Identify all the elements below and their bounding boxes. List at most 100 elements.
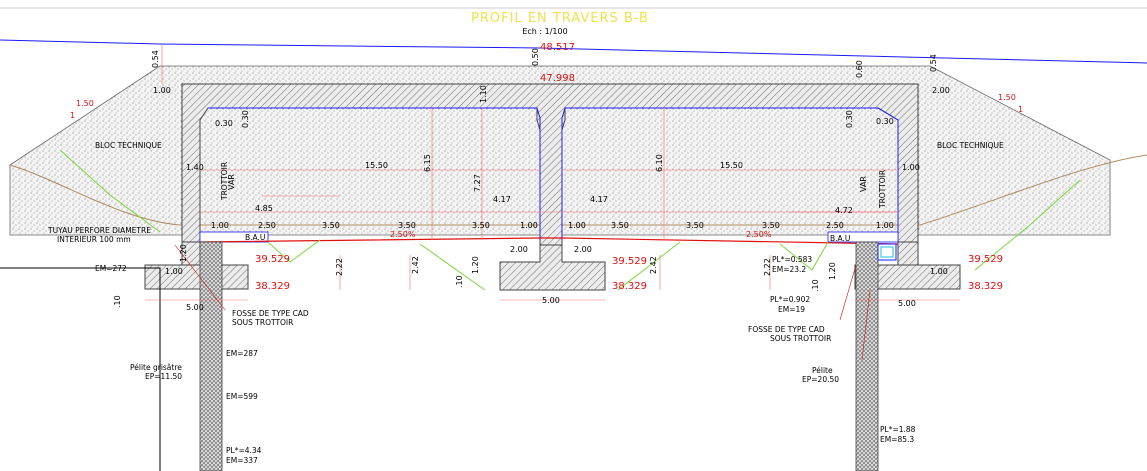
right-grade: 2.50% [746, 230, 772, 239]
dim-off-right: 4.72 [835, 206, 853, 215]
dim-foot-w-center: 5.00 [542, 296, 560, 305]
dim-foot-small-right: .10 [811, 279, 820, 292]
dim-foot-h-cr: 2.42 [649, 256, 658, 274]
elev-top-deck: 47.998 [540, 73, 575, 84]
dim-half-right: 4.17 [590, 195, 608, 204]
dim-foot-edge-left: 1.00 [165, 267, 183, 276]
elev-footing-bottom-right: 38.329 [968, 281, 1003, 292]
dim-haunch-left: 0.30 [215, 119, 233, 128]
dim-half-left: 4.17 [493, 195, 511, 204]
dim-foot-w-left: 5.00 [186, 303, 204, 312]
dim-seg-e: 3.50 [472, 221, 490, 230]
bloc-technique-left: BLOC TECHNIQUE [95, 141, 162, 150]
slope-line-left-outer [59, 149, 161, 233]
slope-line-d [779, 241, 829, 271]
trottoir-right: TROTTOIR [878, 170, 887, 209]
pile-right [855, 241, 879, 471]
dim-haunch-left-v: 0.30 [241, 110, 250, 128]
var-right: VAR [859, 176, 868, 192]
dim-pier-right: 2.00 [574, 245, 592, 254]
bloc-technique-right: BLOC TECHNIQUE [937, 141, 1004, 150]
pelite-left-line2: EP=11.50 [145, 372, 182, 381]
bh-left-pl: PL*=4.34 [226, 446, 262, 455]
bh-right-pl-3: PL*=1.88 [880, 425, 916, 434]
dim-slab-right-edge: 2.00 [932, 86, 950, 95]
dim-seg-c: 3.50 [322, 221, 340, 230]
dim-pier-left: 2.00 [510, 245, 528, 254]
dim-seg-l: 1.00 [876, 221, 894, 230]
dimension-lines [145, 45, 960, 301]
pelite-left-line1: Pélite grisâtre [130, 363, 182, 372]
dim-seg-a: 1.00 [211, 221, 229, 230]
dim-seg-b: 2.50 [258, 221, 276, 230]
pelite-right-line2: EP=20.50 [802, 375, 839, 384]
leader-lines [174, 244, 871, 361]
bau-right: B.A.U [830, 234, 850, 243]
drawing-title: PROFIL EN TRAVERS B-B [471, 11, 649, 26]
dim-slab-left-edge: 1.00 [153, 86, 171, 95]
bau-left: B.A.U [245, 233, 265, 242]
dim-wall-left: 1.40 [186, 163, 204, 172]
elev-top-fill: 48.517 [540, 42, 575, 53]
bh-right-pl-1: PL*=0.583 [772, 255, 812, 264]
right-fill-ratio-bottom: 1 [1018, 105, 1023, 114]
fosse-right-line1: FOSSE DE TYPE CAD [748, 325, 825, 334]
dim-foot-edge-right: 1.00 [930, 267, 948, 276]
dim-seg-j: 3.50 [762, 221, 780, 230]
fosse-right-line2: SOUS TROTTOIR [770, 334, 831, 343]
inner-outline [208, 107, 899, 240]
dim-seg-k: 2.50 [826, 221, 844, 230]
pipe-label-line1: TUYAU PERFORE DIAMETRE [47, 226, 151, 235]
dim-slab-top-center: 0.50 [531, 48, 540, 66]
dim-foot-h-cl: 2.42 [411, 256, 420, 274]
dim-foot-h-right: 2.22 [763, 258, 772, 276]
elev-footing-top-left: 39.529 [255, 254, 290, 265]
borehole-frame [0, 267, 161, 471]
dim-fill-thk-left: 0.54 [151, 50, 160, 68]
elev-center-top: 39.529 [612, 256, 647, 267]
dim-height-right: 6.10 [655, 154, 664, 172]
drawing-scale: Ech : 1/100 [522, 27, 567, 36]
bh-left-em-3: EM=337 [226, 456, 258, 465]
pelite-right-line1: Pélite [812, 366, 833, 375]
bh-left-em-top: EM=272 [95, 264, 127, 273]
dim-seg-d: 3.50 [398, 221, 416, 230]
slope-line-right-outer [974, 179, 1081, 271]
natural-ground-line [0, 39, 1147, 64]
elev-footing-bottom-left: 38.329 [255, 281, 290, 292]
left-fill-ratio-bottom: 1 [70, 111, 75, 120]
dim-span-left: 15.50 [365, 161, 388, 170]
slope-line-c [617, 241, 681, 291]
dim-slab-top-right: 0.60 [855, 60, 864, 78]
dim-foot-w-right: 5.00 [898, 299, 916, 308]
dim-seg-h: 3.50 [611, 221, 629, 230]
dim-foot-h-left: 2.22 [335, 258, 344, 276]
left-grade: 2.50% [390, 230, 416, 239]
terrain-line [9, 154, 1147, 226]
bh-right-em-1: EM=23.2 [772, 265, 806, 274]
dim-seg-g: 1.00 [568, 221, 586, 230]
dim-seg-f: 1.00 [520, 221, 538, 230]
dim-wall-right: 1.00 [902, 163, 920, 172]
trottoir-left: TROTTOIR [220, 162, 229, 201]
dim-height-center: 7.27 [473, 174, 482, 192]
left-fill-ratio-top: 1.50 [76, 99, 94, 108]
var-left: VAR [227, 174, 236, 190]
slope-line-a [267, 239, 321, 263]
pile-left [199, 241, 223, 471]
fosse-left-line1: FOSSE DE TYPE CAD [232, 309, 309, 318]
bh-right-em-2: EM=19 [778, 305, 805, 314]
elev-footing-top-right: 39.529 [968, 254, 1003, 265]
dim-foot-t-right: 1.20 [828, 262, 837, 280]
dim-haunch-right: 0.30 [876, 117, 894, 126]
right-fill-ratio-top: 1.50 [998, 93, 1016, 102]
pipe-label-line2: INTERIEUR 100 mm [57, 235, 131, 244]
dim-span-right: 15.50 [720, 161, 743, 170]
dim-seg-i: 3.50 [686, 221, 704, 230]
dim-top-center: 1.10 [479, 85, 488, 103]
fosse-left-line2: SOUS TROTTOIR [232, 318, 293, 327]
dim-foot-small-left: .10 [113, 295, 122, 308]
drain-symbol [877, 243, 897, 261]
dim-foot-t-left: 1.20 [179, 244, 188, 262]
